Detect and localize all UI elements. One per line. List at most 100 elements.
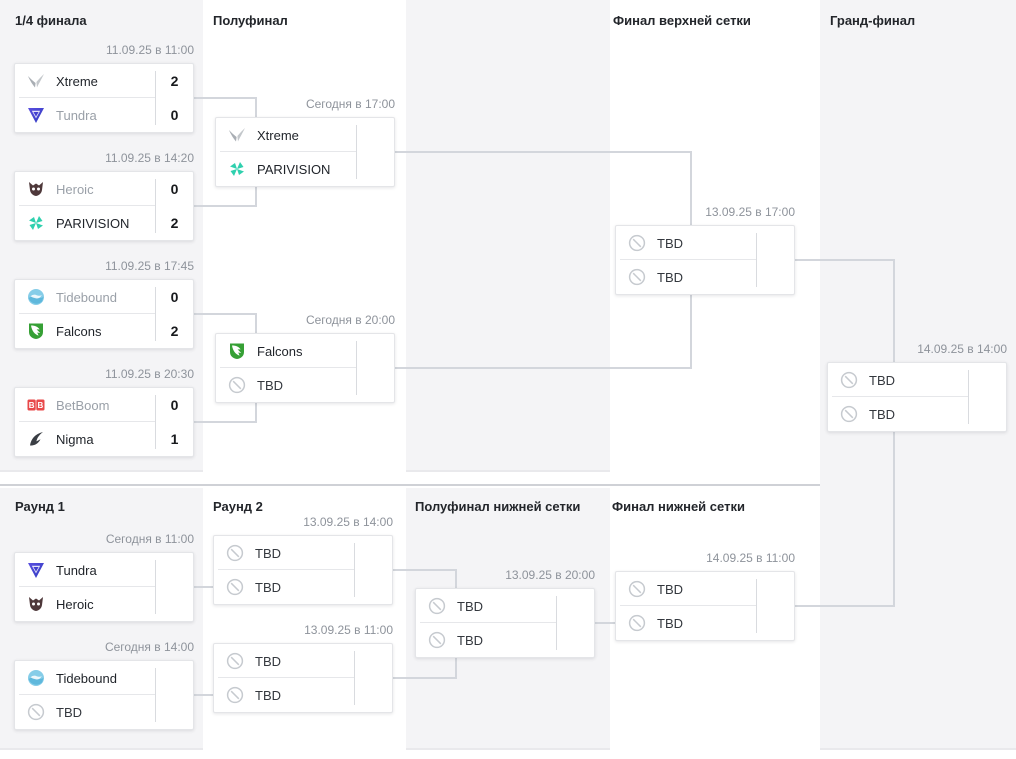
match-card[interactable]: TBD TBD (615, 225, 795, 295)
bracket-connector-line (893, 259, 895, 362)
team-name: Heroic (56, 181, 94, 197)
team-name: TBD (657, 581, 683, 597)
team-score: 0 (170, 289, 179, 305)
bracket-connector-line (194, 586, 213, 588)
match-time: 11.09.25 в 20:30 (105, 367, 194, 381)
team-name: TBD (255, 687, 281, 703)
round-header-lower: Раунд 1 (15, 499, 65, 514)
team-row[interactable]: TBD (214, 536, 392, 570)
row-divider (420, 622, 557, 623)
bracket-connector-line (255, 187, 257, 206)
team-logo-parivision-icon (26, 213, 46, 233)
row-divider (220, 367, 357, 368)
team-row[interactable]: Tundra (15, 553, 193, 587)
team-row[interactable]: Falcons (216, 334, 394, 368)
row-divider (19, 97, 156, 98)
team-row[interactable]: TBD (214, 570, 392, 604)
match-time: 14.09.25 в 11:00 (706, 551, 795, 565)
team-logo-tidebound-icon (26, 287, 46, 307)
match-time: 11.09.25 в 11:00 (105, 43, 194, 57)
team-name: TBD (657, 235, 683, 251)
match-time: 11.09.25 в 14:20 (105, 151, 194, 165)
team-row[interactable]: Tidebound (15, 661, 193, 695)
team-name: TBD (255, 579, 281, 595)
match-card[interactable]: TBD TBD (415, 588, 595, 658)
bracket-connector-line (690, 295, 692, 368)
team-row[interactable]: TBD (214, 678, 392, 712)
team-name: Tidebound (56, 670, 117, 686)
match-time: 13.09.25 в 20:00 (505, 568, 595, 582)
team-name: TBD (457, 598, 483, 614)
team-name: Falcons (56, 323, 102, 339)
team-name: TBD (255, 545, 281, 561)
team-row[interactable]: TBD (828, 363, 1006, 397)
team-logo-parivision-icon (227, 159, 247, 179)
team-row[interactable]: TBD (616, 226, 794, 260)
tbd-icon (225, 685, 245, 705)
match-time: 11.09.25 в 17:45 (105, 259, 194, 273)
tbd-icon (427, 630, 447, 650)
team-row[interactable]: Tidebound 0 (15, 280, 193, 314)
match-time: Сегодня в 14:00 (104, 640, 194, 654)
team-row[interactable]: TBD (616, 572, 794, 606)
match-time: 13.09.25 в 14:00 (303, 515, 393, 529)
row-divider (220, 151, 357, 152)
team-row[interactable]: TBD (416, 589, 594, 623)
tbd-icon (839, 370, 859, 390)
match-card[interactable]: TBD TBD (213, 535, 393, 605)
tbd-icon (427, 596, 447, 616)
bracket-connector-line (393, 569, 457, 571)
team-name: Tundra (56, 562, 97, 578)
team-name: Xtreme (56, 73, 98, 89)
row-divider (832, 396, 969, 397)
team-name: Heroic (56, 596, 94, 612)
team-row[interactable]: Heroic (15, 587, 193, 621)
row-divider (19, 421, 156, 422)
bracket-connector-line (255, 403, 257, 422)
match-time: Сегодня в 11:00 (105, 532, 194, 546)
column-band (406, 0, 610, 472)
bracket-connector-line (393, 677, 457, 679)
team-row[interactable]: TBD (416, 623, 594, 657)
tbd-icon (225, 543, 245, 563)
team-row[interactable]: TBD (15, 695, 193, 729)
team-row[interactable]: PARIVISION (216, 152, 394, 186)
bracket-connector-line (194, 421, 257, 423)
team-row[interactable]: TBD (214, 644, 392, 678)
round-header-upper: Полуфинал (213, 13, 288, 28)
team-row[interactable]: TBD (216, 368, 394, 402)
tbd-icon (225, 577, 245, 597)
team-row[interactable]: Xtreme (216, 118, 394, 152)
bracket-connector-line (395, 367, 692, 369)
match-card[interactable]: TBD TBD (213, 643, 393, 713)
team-logo-heroic-icon (26, 179, 46, 199)
team-row[interactable]: TBD (616, 606, 794, 640)
svg-text:B: B (38, 401, 44, 410)
bracket-connector-line (194, 97, 257, 99)
team-row[interactable]: TBD (828, 397, 1006, 431)
team-name: Tidebound (56, 289, 117, 305)
match-card[interactable]: TBD TBD (615, 571, 795, 641)
tbd-icon (26, 702, 46, 722)
row-divider (218, 569, 355, 570)
team-logo-tidebound-icon (26, 668, 46, 688)
team-row[interactable]: TBD (616, 260, 794, 294)
team-name: PARIVISION (56, 215, 130, 231)
